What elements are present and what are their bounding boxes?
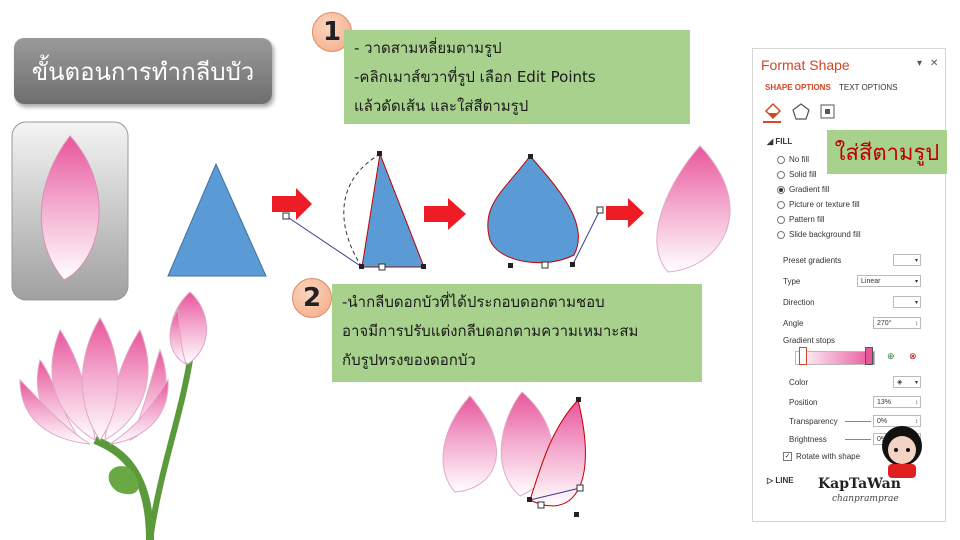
rotate-label: Rotate with shape xyxy=(796,452,861,461)
position-input[interactable]: 13% ↕ xyxy=(873,396,921,408)
fill-option-slide-bg[interactable]: Slide background fill xyxy=(777,230,861,239)
step-1-line2: -คลิกเมาส์ขวาที่รูป เลือก Edit Points xyxy=(354,68,596,86)
radio-icon[interactable] xyxy=(777,200,785,209)
tab-text-options[interactable]: TEXT OPTIONS xyxy=(839,83,898,92)
spinner-icon: ↕ xyxy=(915,400,918,406)
position-label: Position xyxy=(789,398,818,407)
fill-option-solid[interactable]: Solid fill xyxy=(777,170,817,179)
line-section-header[interactable]: ▷ LINE xyxy=(767,476,794,485)
tab-shape-options[interactable]: SHAPE OPTIONS xyxy=(765,83,831,92)
arrow-3 xyxy=(606,198,644,228)
watermark-name: KapTaWan xyxy=(818,476,901,492)
gradient-stops-label: Gradient stops xyxy=(783,336,836,345)
type-dropdown[interactable]: Linear ▾ xyxy=(857,275,921,287)
step-1-line3: แล้วดัดเส้น และใส่สีตามรูป xyxy=(354,97,529,115)
type-value: Linear xyxy=(861,278,881,285)
watermark-sub: chanpramprae xyxy=(832,494,899,504)
arrow-1 xyxy=(272,188,312,220)
direction-label: Direction xyxy=(783,298,815,307)
finished-petal xyxy=(656,145,731,273)
fill-option-label: Picture or texture fill xyxy=(789,200,860,209)
line-header-label: LINE xyxy=(775,476,794,485)
fill-option-pattern[interactable]: Pattern fill xyxy=(777,215,825,224)
color-dropdown[interactable]: ◈▾ xyxy=(893,376,921,388)
watermark-logo: KapTaWan chanpramprae xyxy=(818,418,942,510)
spinner-icon: ↕ xyxy=(915,321,918,327)
panel-icon-row xyxy=(764,102,835,120)
arrow-2 xyxy=(424,198,466,230)
radio-icon[interactable] xyxy=(777,170,785,179)
chevron-down-icon: ▾ xyxy=(914,279,918,285)
radio-icon[interactable] xyxy=(777,215,785,224)
gradient-stops-bar[interactable] xyxy=(795,351,875,365)
fill-header-label: FILL xyxy=(775,137,793,146)
transparency-slider[interactable] xyxy=(845,421,871,422)
radio-icon[interactable] xyxy=(777,230,785,239)
triangle-shape xyxy=(167,162,267,277)
lotus-flower-illustration xyxy=(19,291,208,540)
effects-icon[interactable] xyxy=(792,103,810,120)
step-2-line3: กับรูปทรงของดอกบัว xyxy=(342,351,476,369)
preset-gradients-dropdown[interactable]: ▾ xyxy=(893,254,921,266)
add-stop-icon[interactable]: ⊕ xyxy=(887,351,895,361)
fill-option-label: No fill xyxy=(789,155,810,164)
transparency-value: 0% xyxy=(877,418,888,425)
curved-petal-shape xyxy=(487,154,604,269)
assembled-petals xyxy=(442,391,586,517)
angle-value: 270° xyxy=(877,320,892,327)
brightness-slider[interactable] xyxy=(845,439,871,440)
chevron-down-icon: ▾ xyxy=(914,380,918,386)
checkbox-icon[interactable]: ✓ xyxy=(783,452,792,461)
fill-option-picture[interactable]: Picture or texture fill xyxy=(777,200,860,209)
radio-icon[interactable] xyxy=(777,155,785,164)
gradient-stop-handle[interactable] xyxy=(799,347,807,365)
paint-bucket-icon: ◈ xyxy=(897,379,903,386)
direction-dropdown[interactable]: ▾ xyxy=(893,296,921,308)
fill-option-no-fill[interactable]: No fill xyxy=(777,155,809,164)
chevron-down-icon: ▾ xyxy=(914,300,918,306)
angle-input[interactable]: 270° ↕ xyxy=(873,317,921,329)
fill-color-note: ใส่สีตามรูป xyxy=(827,130,947,174)
size-properties-icon[interactable] xyxy=(820,104,835,119)
preset-gradients-label: Preset gradients xyxy=(783,256,842,265)
transparency-label: Transparency xyxy=(789,417,838,426)
step-2-line1: -นำกลีบดอกบัวที่ได้ประกอบดอกตามชอบ xyxy=(342,293,605,311)
fill-option-gradient[interactable]: Gradient fill xyxy=(777,185,829,194)
rotate-with-shape-checkbox[interactable]: ✓ Rotate with shape xyxy=(783,452,860,461)
color-label: Color xyxy=(789,378,809,387)
position-value: 13% xyxy=(877,399,892,406)
tab-indicator xyxy=(763,121,781,123)
brightness-value: 0% xyxy=(877,436,888,443)
gradient-stop-handle[interactable] xyxy=(865,347,873,365)
step-1-line1: - วาดสามหลี่ยมตามรูป xyxy=(354,39,502,57)
close-icon[interactable]: ✕ xyxy=(930,58,939,69)
panel-title: Format Shape xyxy=(761,57,850,73)
page-title: ขั้นตอนการทำกลีบบัว xyxy=(14,38,272,104)
fill-section-header[interactable]: ◢ FILL xyxy=(767,137,793,146)
step-1-box: - วาดสามหลี่ยมตามรูป -คลิกเมาส์ขวาที่รูป… xyxy=(344,30,690,124)
step-2-badge: 2 xyxy=(292,278,332,318)
step-2-box: -นำกลีบดอกบัวที่ได้ประกอบดอกตามชอบ อาจมี… xyxy=(332,284,702,382)
remove-stop-icon[interactable]: ⊗ xyxy=(909,351,917,361)
transparency-input[interactable]: 0% ↕ xyxy=(873,415,921,427)
fill-option-label: Solid fill xyxy=(789,170,817,179)
fill-option-label: Slide background fill xyxy=(789,230,861,239)
fill-option-label: Gradient fill xyxy=(789,185,830,194)
mascot-icon xyxy=(882,426,922,478)
angle-label: Angle xyxy=(783,319,804,328)
radio-icon[interactable] xyxy=(777,185,785,194)
step-2-line2: อาจมีการปรับแต่งกลีบดอกตามความเหมาะสม xyxy=(342,322,639,340)
type-label: Type xyxy=(783,277,801,286)
sample-petal-card xyxy=(11,121,129,301)
panel-options-icon[interactable]: ▾ xyxy=(917,58,923,69)
edit-points-triangle xyxy=(282,151,426,271)
brightness-label: Brightness xyxy=(789,435,827,444)
spinner-icon: ↕ xyxy=(915,419,918,425)
fill-option-label: Pattern fill xyxy=(789,215,825,224)
chevron-down-icon: ▾ xyxy=(914,258,918,264)
fill-line-icon[interactable] xyxy=(764,102,782,120)
